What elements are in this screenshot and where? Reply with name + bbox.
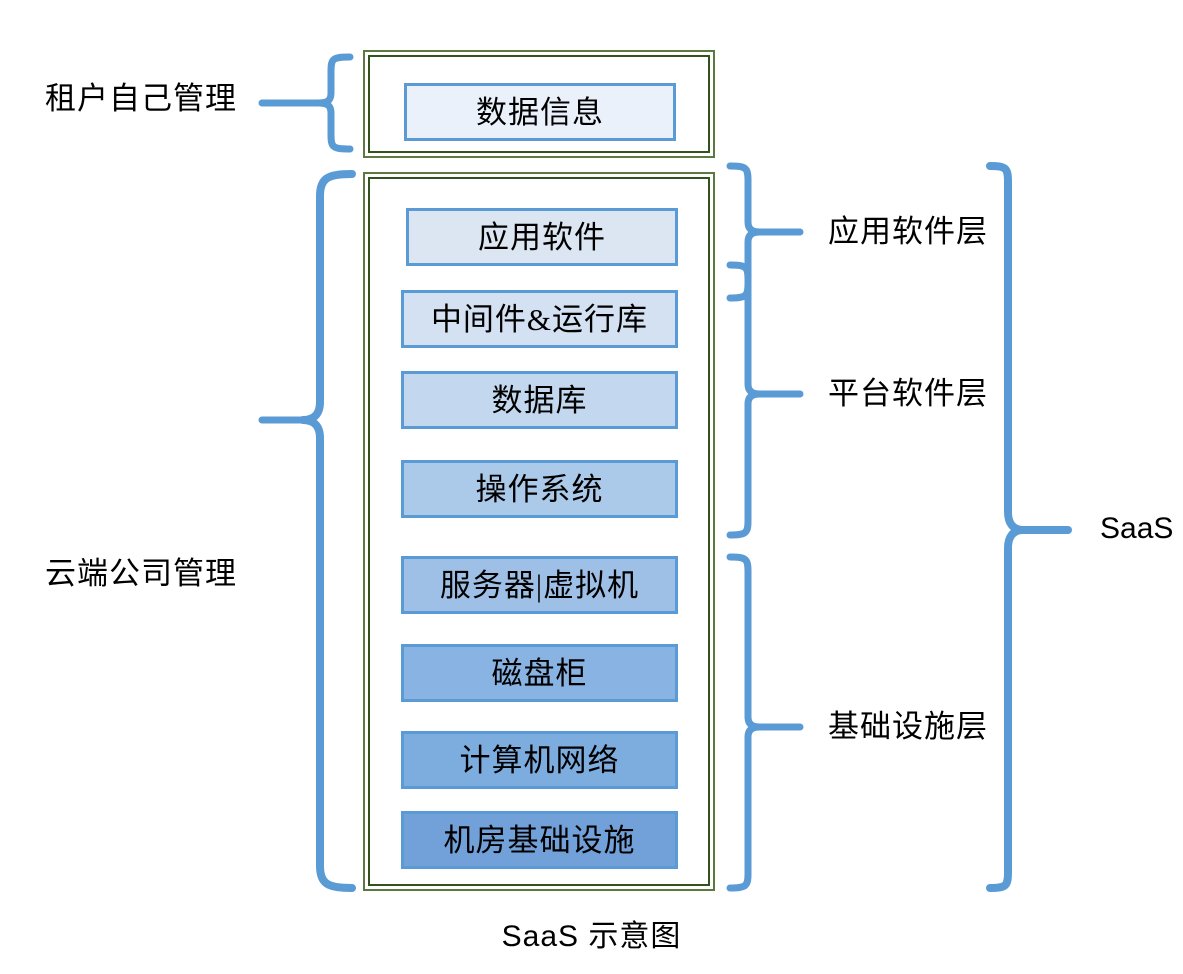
layer-box-label: 数据库 — [491, 382, 588, 418]
label-platform-layer: 平台软件层 — [828, 376, 988, 411]
brace-platform-layer — [726, 261, 764, 539]
layer-box-database[interactable]: 数据库 — [401, 371, 678, 429]
layer-box-computer-network[interactable]: 计算机网络 — [401, 731, 678, 789]
label-infrastructure-layer: 基础设施层 — [828, 709, 988, 744]
layer-box-label: 机房基础设施 — [443, 822, 636, 858]
diagram-caption: SaaS 示意图 — [501, 920, 682, 953]
layer-box-data-info[interactable]: 数据信息 — [404, 83, 676, 141]
layer-box-disk-array[interactable]: 磁盘柜 — [401, 644, 678, 702]
label-application-layer: 应用软件层 — [828, 214, 988, 249]
layer-box-label: 服务器|虚拟机 — [439, 567, 640, 603]
brace-application-layer — [726, 162, 764, 302]
layer-box-application-software[interactable]: 应用软件 — [406, 208, 678, 266]
layer-box-operating-system[interactable]: 操作系统 — [401, 460, 678, 518]
layer-box-label: 数据信息 — [476, 94, 604, 130]
brace-infrastructure-layer — [726, 553, 764, 892]
layer-box-server-vm[interactable]: 服务器|虚拟机 — [401, 556, 678, 614]
brace-tenant-managed — [314, 53, 354, 153]
layer-box-datacenter-facility[interactable]: 机房基础设施 — [401, 811, 678, 869]
layer-box-middleware-runtime[interactable]: 中间件&运行库 — [401, 290, 678, 348]
layer-box-label: 操作系统 — [475, 471, 604, 507]
brace-saas — [986, 162, 1027, 892]
label-saas: SaaS — [1100, 512, 1174, 545]
tenant-managed-frame — [363, 50, 715, 158]
layer-box-label: 中间件&运行库 — [430, 301, 649, 337]
layer-box-label: 应用软件 — [478, 219, 606, 255]
layer-box-label: 磁盘柜 — [491, 655, 588, 691]
label-tenant-managed: 租户自己管理 — [45, 81, 237, 116]
cloud-managed-frame — [363, 172, 715, 891]
brace-cloud-managed — [299, 170, 356, 892]
label-cloud-managed: 云端公司管理 — [45, 556, 237, 591]
layer-box-label: 计算机网络 — [459, 742, 620, 778]
